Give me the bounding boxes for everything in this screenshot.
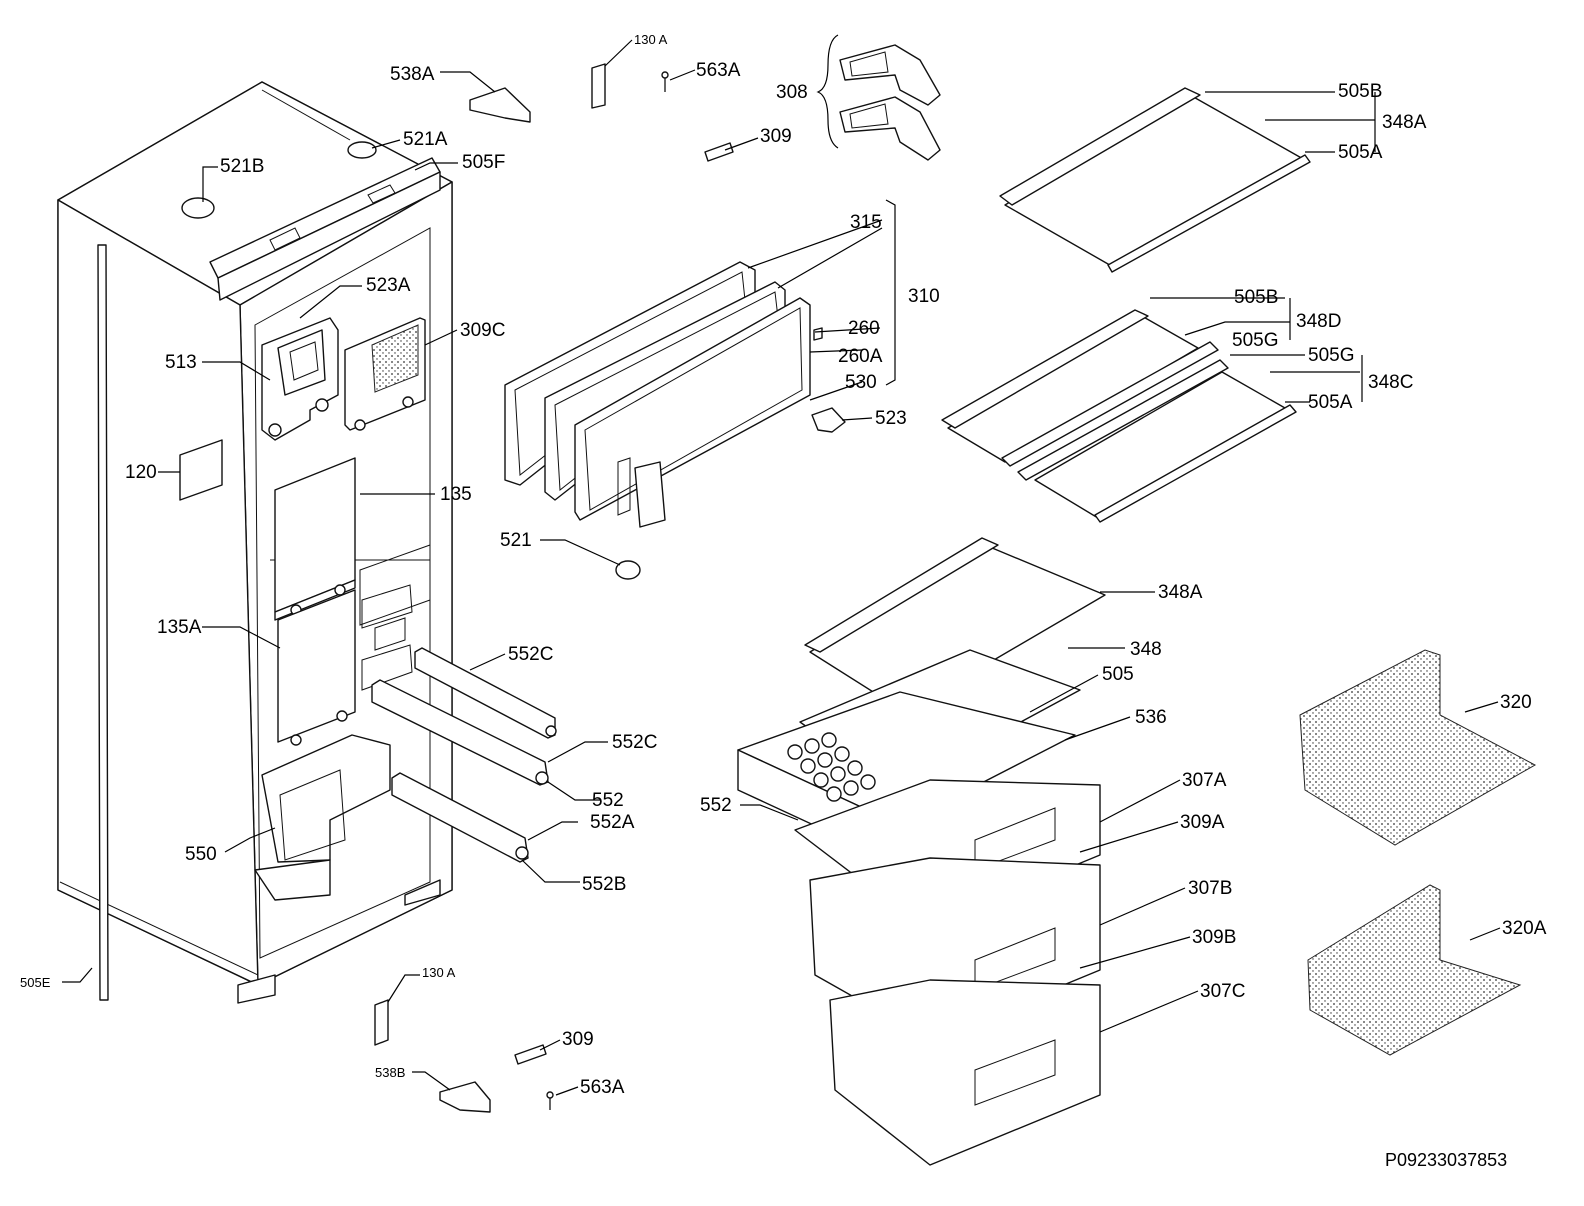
label-348: 348 [1130, 639, 1162, 660]
label-552a: 552A [590, 812, 635, 833]
label-309-bot: 309 [562, 1029, 594, 1050]
tray-320 [1299, 649, 1537, 846]
hinge-plate-538a [469, 87, 531, 123]
label-348a-a: 348A [1382, 112, 1427, 133]
label-348a-b: 348A [1158, 582, 1203, 603]
label-348d: 348D [1296, 311, 1341, 332]
egg-holder [787, 732, 876, 802]
group-bracket-310 [885, 199, 896, 386]
label-505f: 505F [462, 152, 505, 173]
rail-552a [391, 772, 529, 863]
leader-lines [62, 39, 1501, 1096]
hinge-upper [839, 44, 941, 106]
cover-135a [277, 589, 356, 746]
cap-521 [615, 560, 641, 580]
screw-563a-top [661, 71, 669, 92]
label-536: 536 [1135, 707, 1167, 728]
label-307c: 307C [1200, 981, 1245, 1002]
cover-135 [274, 457, 356, 621]
label-307a: 307A [1182, 770, 1227, 791]
label-307b: 307B [1188, 878, 1232, 899]
label-552c-b: 552C [612, 732, 657, 753]
label-513: 513 [165, 352, 197, 373]
label-521: 521 [500, 530, 532, 551]
label-320a: 320A [1502, 918, 1547, 939]
callout-labels: 538A 130 A 563A 308 309 521A 505F 521B 5… [20, 32, 1547, 1170]
group-brace-308 [816, 34, 839, 149]
label-505b-a: 505B [1338, 81, 1382, 102]
fan-cover [344, 317, 426, 431]
hinge-lower [839, 96, 941, 161]
label-309b: 309B [1192, 927, 1236, 948]
clip-260 [813, 327, 823, 341]
side-trim-strip [97, 244, 109, 1001]
sensor-523 [811, 407, 846, 433]
rail-552c [414, 647, 557, 739]
shelf-348d [941, 309, 1219, 467]
label-348c: 348C [1368, 372, 1413, 393]
shelf-348c [1017, 359, 1297, 523]
lamp-housing [261, 317, 339, 441]
label-505a-b: 505A [1308, 392, 1353, 413]
label-563a-bot: 563A [580, 1077, 625, 1098]
basket-550 [254, 734, 391, 901]
hinge-plate-538b [439, 1081, 491, 1113]
shelf-348a-mid [804, 537, 1106, 713]
label-552c-a: 552C [508, 644, 553, 665]
label-505b-b: 505B [1234, 287, 1278, 308]
label-130a-bot: 130 A [422, 965, 456, 980]
label-315: 315 [850, 212, 882, 233]
label-plate [179, 439, 223, 501]
label-523a: 523A [366, 275, 411, 296]
diagram-code: P09233037853 [1385, 1150, 1507, 1170]
label-505a-a: 505A [1338, 142, 1383, 163]
cover-309-top [704, 142, 734, 162]
label-552-b: 552 [700, 795, 732, 816]
label-120: 120 [125, 462, 157, 483]
label-505g-b: 505G [1308, 345, 1354, 366]
top-rail [209, 157, 441, 301]
label-309a: 309A [1180, 812, 1225, 833]
label-530: 530 [845, 372, 877, 393]
label-308: 308 [776, 82, 808, 103]
cabinet-interior [359, 544, 431, 691]
shelf-348a-top [999, 87, 1311, 273]
label-563a-top: 563A [696, 60, 741, 81]
tray-320a [1307, 884, 1522, 1056]
cap-521a [347, 141, 377, 159]
label-552b: 552B [582, 874, 626, 895]
label-130a-top: 130 A [634, 32, 668, 47]
label-550: 550 [185, 844, 217, 865]
label-538b: 538B [375, 1065, 405, 1080]
label-260: 260 [848, 318, 880, 339]
label-135a: 135A [157, 617, 202, 638]
door-handle-530 [617, 457, 666, 528]
label-505g-a: 505G [1232, 330, 1278, 351]
label-260a: 260A [838, 346, 883, 367]
cap-521b [181, 197, 215, 219]
bracket-130a-bot [374, 999, 389, 1046]
label-521b: 521B [220, 156, 264, 177]
label-135: 135 [440, 484, 472, 505]
label-538a: 538A [390, 64, 435, 85]
label-521a: 521A [403, 129, 448, 150]
label-309-top: 309 [760, 126, 792, 147]
label-552-a: 552 [592, 790, 624, 811]
bracket-130a-top [591, 63, 606, 109]
label-309c: 309C [460, 320, 505, 341]
drawer-307c [829, 979, 1101, 1166]
label-505e: 505E [20, 975, 51, 990]
label-523: 523 [875, 408, 907, 429]
label-310: 310 [908, 286, 940, 307]
fridge-cabinet [57, 81, 453, 1004]
cover-309-bot [514, 1044, 547, 1065]
label-320: 320 [1500, 692, 1532, 713]
door-panel-260a [574, 297, 811, 521]
screw-563a-bot [546, 1091, 554, 1110]
label-505: 505 [1102, 664, 1134, 685]
